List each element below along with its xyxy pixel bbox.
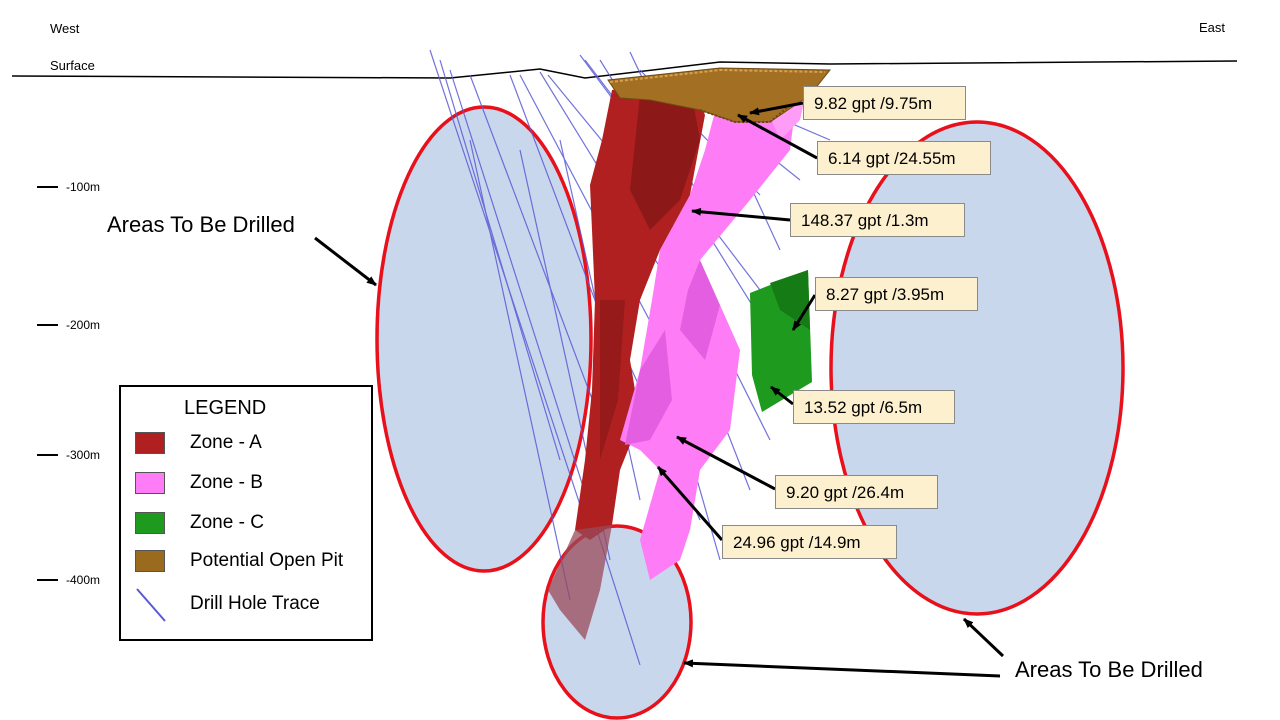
intercept-callout-6: 9.20 gpt /26.4m [775, 475, 938, 509]
legend-title: LEGEND [184, 397, 267, 419]
depth-label-100: -100m [66, 180, 101, 194]
intercept-callout-5: 13.52 gpt /6.5m [793, 390, 955, 424]
legend-label-drill-hole-trace: Drill Hole Trace [190, 593, 320, 614]
legend-label-open-pit: Potential Open Pit [190, 550, 344, 571]
intercept-callout-4: 8.27 gpt /3.95m [815, 277, 978, 311]
legend-label-zone-b: Zone - B [190, 472, 263, 493]
drill-hole-trace-icon [136, 588, 166, 622]
legend-label-zone-a: Zone - A [190, 432, 262, 453]
zone-a-body [548, 80, 705, 640]
target-area-west [375, 105, 593, 573]
legend: LEGEND Zone - A Zone - B Zone - C Potent… [119, 385, 373, 641]
depth-label-400: -400m [66, 573, 101, 587]
east-label: East [1199, 20, 1226, 35]
depth-label-300: -300m [66, 448, 101, 462]
intercept-callout-7: 24.96 gpt /14.9m [722, 525, 897, 559]
depth-label-200: -200m [66, 318, 101, 332]
areas-to-be-drilled-label-west: Areas To Be Drilled [107, 212, 295, 237]
zone-a-swatch [135, 432, 165, 454]
legend-label-zone-c: Zone - C [190, 512, 264, 533]
zone-c-body [750, 270, 812, 412]
surface-line [11, 60, 1238, 79]
areas-to-be-drilled-label-east: Areas To Be Drilled [1015, 657, 1203, 682]
intercept-callout-3: 148.37 gpt /1.3m [790, 203, 965, 237]
surface-label: Surface [50, 58, 95, 73]
west-label: West [50, 21, 80, 36]
zone-b-swatch [135, 472, 165, 494]
open-pit-swatch [135, 550, 165, 572]
intercept-callout-2: 6.14 gpt /24.55m [817, 141, 991, 175]
zone-c-swatch [135, 512, 165, 534]
intercept-callout-1: 9.82 gpt /9.75m [803, 86, 966, 120]
callout-arrows [314, 101, 1005, 678]
depth-ticks [37, 186, 58, 581]
